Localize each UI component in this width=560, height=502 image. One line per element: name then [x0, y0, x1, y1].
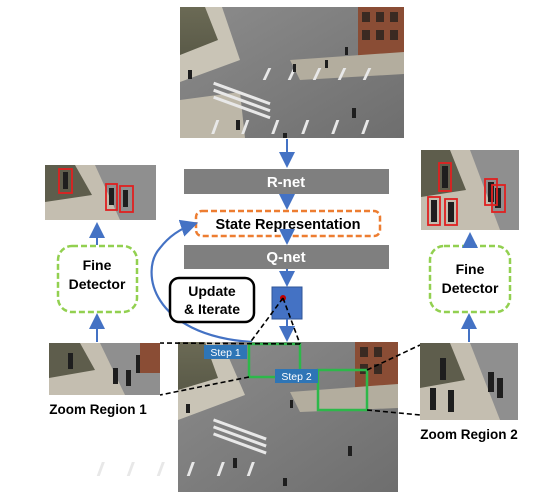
- update-iterate-arrow: [150, 219, 253, 344]
- qnet-block: Q-net: [184, 245, 389, 269]
- top-aerial-image: [180, 7, 404, 138]
- state-representation-block: State Representation: [194, 209, 382, 238]
- fine-detector-right: Fine Detector: [428, 244, 512, 314]
- zoom-region-2-box: [316, 368, 369, 412]
- rnet-block: R-net: [184, 169, 389, 194]
- detection-result-left: [45, 165, 156, 220]
- action-square: [271, 286, 303, 320]
- fine-detector-left-line2: Detector: [69, 276, 126, 292]
- zoom-region-2-caption: Zoom Region 2: [420, 427, 518, 442]
- rnet-label: R-net: [267, 174, 305, 191]
- fine-detector-right-line1: Fine: [456, 261, 485, 277]
- step-2-label: Step 2: [281, 371, 312, 383]
- projection-lines: [159, 297, 421, 416]
- state-representation-label: State Representation: [215, 217, 360, 233]
- update-label-line2: & Iterate: [184, 301, 240, 317]
- zoom-region-2-image: [420, 343, 518, 420]
- detection-result-right: [421, 150, 519, 230]
- zoom-region-1-caption: Zoom Region 1: [49, 402, 147, 417]
- update-label-line1: Update: [188, 283, 236, 299]
- fine-detector-left-line1: Fine: [83, 257, 112, 273]
- step-1-label: Step 1: [210, 347, 241, 359]
- fine-detector-left: Fine Detector: [56, 244, 139, 314]
- zoom-region-1-image: [49, 343, 160, 395]
- qnet-label: Q-net: [266, 249, 305, 266]
- step-1-tag: Step 1: [204, 345, 247, 359]
- fine-detector-right-line2: Detector: [442, 280, 499, 296]
- update-iterate-box: Update & Iterate: [168, 276, 256, 324]
- step-2-tag: Step 2: [275, 369, 318, 383]
